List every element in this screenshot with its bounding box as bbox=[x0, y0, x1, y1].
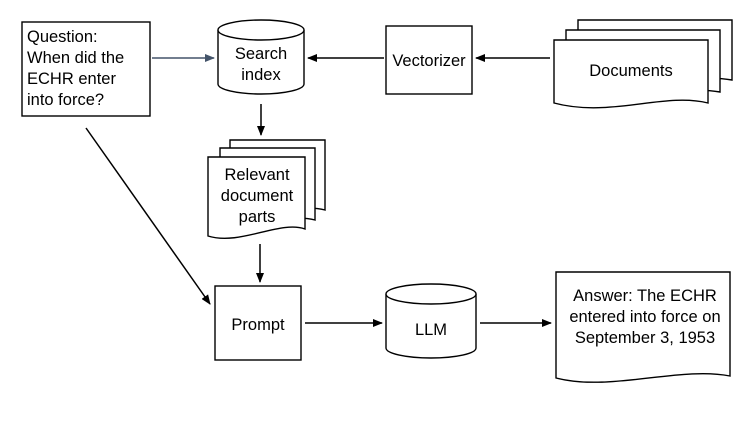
prompt-node: Prompt bbox=[214, 285, 302, 361]
question-line-4: into force? bbox=[27, 91, 104, 109]
question-line-2: When did the bbox=[27, 49, 124, 67]
answer-node: Answer: The ECHR entered into force on S… bbox=[555, 271, 731, 383]
prompt-label: Prompt bbox=[231, 316, 285, 334]
documents-label: Documents bbox=[589, 62, 672, 80]
answer-line-3: September 3, 1953 bbox=[575, 329, 715, 347]
question-line-1: Question: bbox=[27, 28, 98, 46]
answer-line-1: Answer: The ECHR bbox=[573, 287, 717, 305]
documents-node: Documents bbox=[553, 19, 733, 109]
llm-label: LLM bbox=[415, 321, 447, 339]
vectorizer-label: Vectorizer bbox=[392, 52, 466, 70]
question-node: Question: When did the ECHR enter into f… bbox=[21, 21, 151, 117]
search-index-line-2: index bbox=[241, 66, 281, 84]
search-index-line-1: Search bbox=[235, 45, 287, 63]
relevant-parts-line-3: parts bbox=[239, 208, 276, 226]
question-line-3: ECHR enter bbox=[27, 70, 116, 88]
relevant-parts-line-1: Relevant bbox=[224, 166, 290, 184]
edge-question-to-prompt bbox=[85, 127, 211, 305]
search-index-node: Search index bbox=[217, 19, 305, 95]
relevant-parts-line-2: document bbox=[221, 187, 294, 205]
answer-line-2: entered into force on bbox=[569, 308, 720, 326]
vectorizer-node: Vectorizer bbox=[385, 25, 473, 95]
relevant-parts-node: Relevant document parts bbox=[207, 139, 326, 240]
llm-node: LLM bbox=[385, 283, 477, 359]
